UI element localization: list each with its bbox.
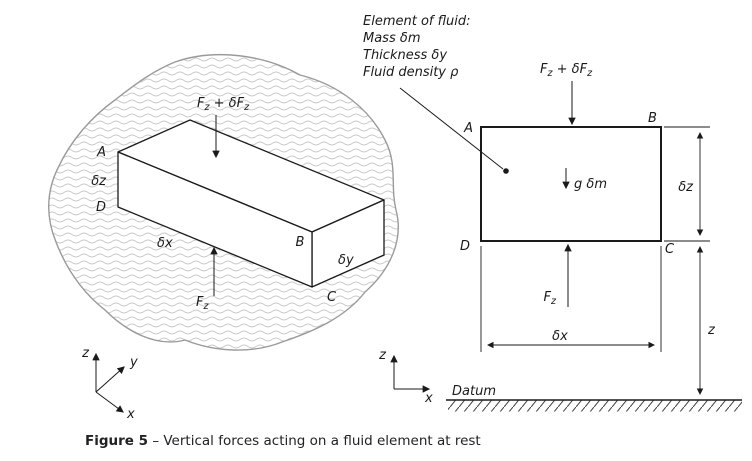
z-axis-label-3d: z (81, 346, 90, 361)
caption-text: Figure 5 – Vertical forces acting on a f… (85, 433, 481, 449)
fluid-info-title: Element of fluid: (363, 14, 471, 29)
fluid-element-3d: A D B C δz δx δy (91, 119, 385, 305)
corner-label-A-2d: A (463, 121, 473, 136)
dimension-label-delta-z-3d: δz (91, 174, 107, 189)
fluid-info-block: Element of fluid: Mass δm Thickness δy F… (363, 14, 471, 80)
ground-hatching (448, 400, 742, 412)
dimension-delta-z: δz (664, 126, 710, 242)
datum-ground: Datum (446, 384, 742, 412)
y-axis-label-3d: y (129, 355, 138, 370)
x-axis-3d (95, 391, 124, 413)
fluid-info-thickness: Thickness δy (363, 48, 447, 63)
force-top-3d: Fz + δFz (197, 96, 250, 159)
corner-label-D-3d: D (96, 200, 106, 215)
fluid-info-density: Fluid density ρ (363, 65, 459, 80)
figure-caption: Figure 5 – Vertical forces acting on a f… (85, 433, 481, 449)
weight-label-g-dm: g δm (574, 177, 607, 192)
datum-label: Datum (452, 384, 496, 399)
element-rectangle-2d (480, 126, 662, 242)
force-label-fz-plus-dfz-2d: Fz + δFz (540, 62, 593, 79)
dimension-label-delta-x-3d: δx (157, 236, 173, 251)
dimension-label-delta-x-2d: δx (552, 329, 568, 344)
dimension-label-delta-z-2d: δz (678, 180, 694, 195)
fluid-info-mass: Mass δm (363, 31, 420, 46)
dimension-label-delta-y-3d: δy (338, 253, 354, 268)
axes-3d: z y x (81, 346, 138, 422)
force-label-fz-2d: Fz (544, 290, 557, 307)
y-axis-3d (95, 366, 125, 393)
dimension-label-z: z (707, 323, 716, 338)
force-label-fz-plus-dfz-3d: Fz + δFz (197, 96, 250, 113)
corner-label-B-2d: B (648, 111, 657, 126)
x-axis-label-2d: x (424, 391, 433, 406)
corner-label-C-2d: C (665, 242, 675, 257)
axes-2d: z x (378, 348, 433, 406)
fluid-element-2d: A B D C Fz + δFz g δm Fz (399, 62, 675, 307)
x-axis-label-3d: x (126, 407, 135, 422)
corner-label-C-3d: C (327, 290, 337, 305)
leader-line (399, 87, 504, 170)
corner-label-D-2d: D (460, 239, 470, 254)
dimension-z: z (696, 245, 716, 396)
z-axis-label-2d: z (378, 348, 387, 363)
corner-label-A-3d: A (96, 145, 106, 160)
leader-dot (503, 168, 509, 174)
element-front-face (117, 151, 313, 288)
force-label-fz-3d: Fz (196, 295, 209, 312)
dimension-delta-x: δx (480, 246, 662, 352)
corner-label-B-3d: B (296, 235, 305, 250)
force-bottom-3d: Fz (196, 246, 218, 312)
